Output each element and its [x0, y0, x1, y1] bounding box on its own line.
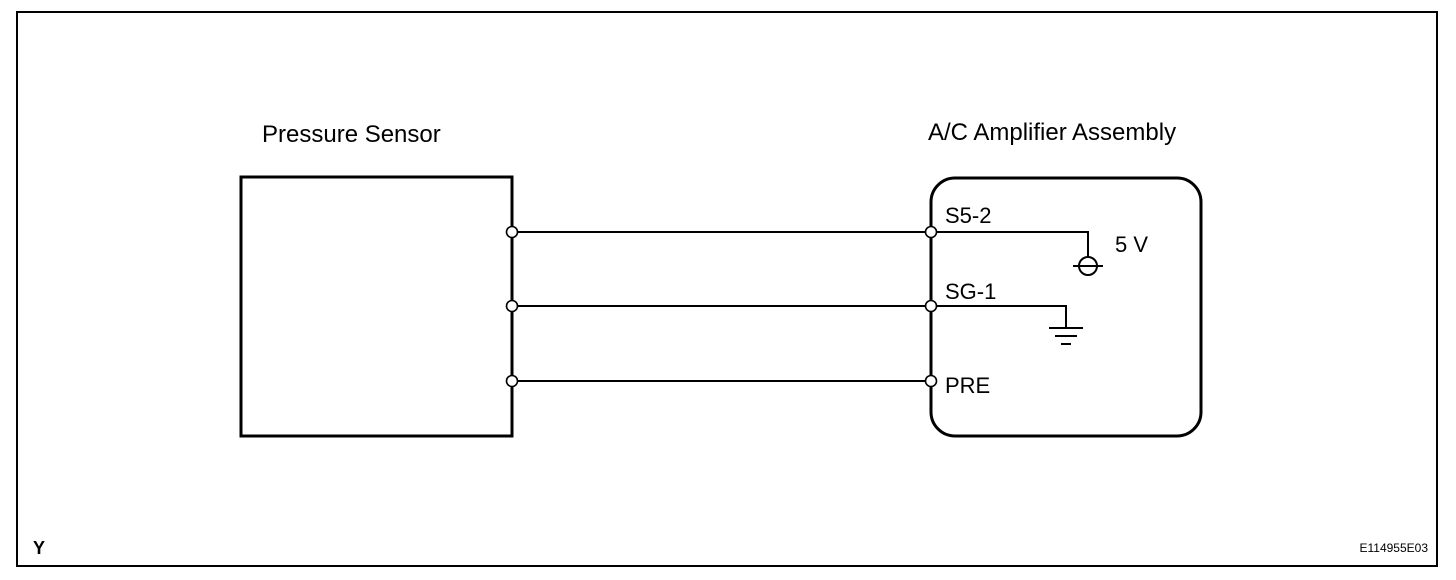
pressure-sensor-label: Pressure Sensor: [262, 121, 441, 148]
supply-5v-label: 5 V: [1115, 232, 1148, 257]
amplifier-terminal-sg-1: [924, 299, 938, 313]
amplifier-terminal-s5-2: [924, 225, 938, 239]
sensor-terminal-3: [505, 374, 519, 388]
supply-5v-icon: [937, 231, 1103, 276]
ground-icon: [937, 305, 1083, 345]
figure-code: E114955E03: [1359, 541, 1428, 555]
sensor-terminal-1: [505, 225, 519, 239]
pin-label-sg-1: SG-1: [945, 279, 996, 304]
amplifier-terminal-pre: [924, 374, 938, 388]
pin-label-pre: PRE: [945, 373, 990, 398]
corner-letter: Y: [33, 538, 45, 558]
pressure-sensor-box: [239, 175, 514, 438]
amplifier-label: A/C Amplifier Assembly: [928, 119, 1176, 146]
pin-label-s5-2: S5-2: [945, 203, 991, 228]
diagram-frame: [16, 11, 1438, 567]
sensor-terminal-2: [505, 299, 519, 313]
